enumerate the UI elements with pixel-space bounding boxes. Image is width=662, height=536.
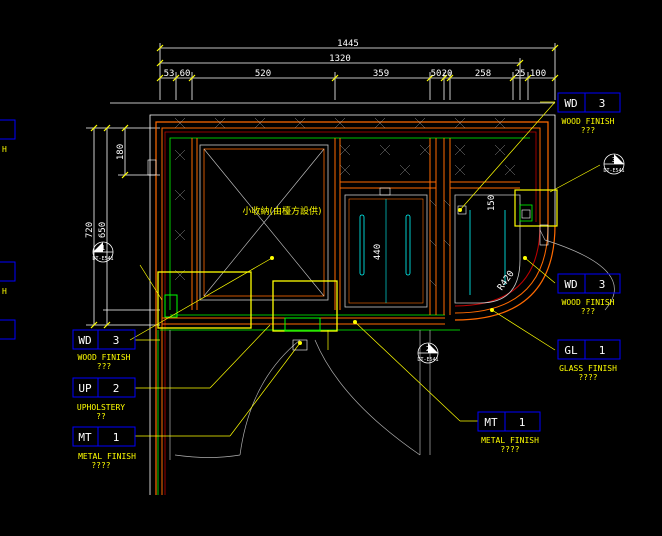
callout-boxes [157,271,338,332]
dim-overall: 1445 [337,39,359,49]
dimension-ticks [90,44,559,329]
dim-seg-20: 20 [442,69,453,79]
dim-seg-359: 359 [373,69,389,79]
tag-note: ???? [91,461,110,470]
dim-seg-258: 258 [475,69,491,79]
section-mark-1-sheet: DT-E541 [92,256,113,262]
tag-note: ??? [97,362,112,371]
tag-code: MT [484,416,498,429]
section-mark-2: 2 DT-E541 [417,342,439,364]
finish-tag-mt1-right: MT 1 METAL FINISH ???? [477,411,541,454]
dim-seg-50: 50 [431,69,442,79]
tag-note: ??? [581,126,596,135]
tag-code: WD [564,97,577,110]
dim-radius: R420 [496,269,517,293]
tag-num: 1 [519,416,526,429]
tag-code: GL [564,344,578,357]
cutoff-label-2: H [2,287,7,296]
tag-num: 1 [113,431,120,444]
tag-name: WOOD FINISH [78,353,131,362]
dimension-lines [86,43,556,326]
leader-arrows [270,208,527,345]
section-mark-2-num: 2 [426,345,430,353]
tag-name: UPHOLSTERY [77,403,125,412]
tag-name: WOOD FINISH [562,117,615,126]
tag-code: WD [78,334,91,347]
dim-seg-53: 53 [164,69,175,79]
finish-tag-mt1-left: MT 1 METAL FINISH ???? [72,426,136,470]
dim-seg-520: 520 [255,69,271,79]
cutoff-tags-left [0,119,16,340]
dim-seg-25: 25 [515,69,526,79]
section-mark-1: 1 DT-E541 [92,241,114,263]
tag-code: WD [564,278,577,291]
dim-vertical-inner: 650 [98,222,108,238]
dim-seg-100: 100 [530,69,546,79]
tag-num: 3 [113,334,120,347]
room-label: 小收納(由檯方設供) [242,205,321,217]
finish-tag-up2: UP 2 UPHOLSTERY ?? [72,377,136,421]
dim-shelf-height: 440 [373,244,383,260]
tag-note: ?? [96,412,106,421]
tag-note: ???? [500,445,519,454]
cutoff-tag-text: H H [2,145,7,296]
tag-name: METAL FINISH [481,436,539,445]
section-mark-3-num: 3 [612,156,616,164]
dim-seg-60: 60 [180,69,191,79]
section-mark-2-sheet: DT-E541 [417,357,438,363]
right-cell [454,189,558,304]
section-mark-1-num: 1 [101,244,105,252]
finish-tag-wd3-top: WD 3 WOOD FINISH ??? [557,92,621,135]
tag-name: WOOD FINISH [562,298,615,307]
tag-code: UP [78,382,92,395]
wall-hatching [174,117,516,287]
dim-shelf-top: 150 [487,195,497,211]
finish-tag-gl1: GL 1 GLASS FINISH ???? [557,339,621,382]
section-mark-3-sheet: DT-E541 [603,168,624,174]
section-mark-3: 3 DT-E541 [603,153,625,175]
cutoff-label-1: H [2,145,7,154]
hardware-markers [147,159,549,351]
tag-code: MT [78,431,92,444]
wardrobe-cell [344,187,428,308]
dim-vertical-top: 180 [116,144,126,160]
tag-name: GLASS FINISH [559,364,617,373]
tag-num: 2 [113,382,120,395]
tag-num: 1 [599,344,606,357]
tag-num: 3 [599,97,606,110]
tag-note: ???? [578,373,597,382]
tag-name: METAL FINISH [78,452,136,461]
dim-vertical-outer: 720 [85,222,95,238]
finish-tag-wd3-left: WD 3 WOOD FINISH ??? [72,329,136,371]
dim-inner: 1320 [329,54,351,64]
leader-lines [129,101,601,437]
finish-tag-wd3-right: WD 3 WOOD FINISH ??? [557,273,621,316]
tag-num: 3 [599,278,606,291]
storage-box [199,144,329,301]
tag-note: ??? [581,307,596,316]
